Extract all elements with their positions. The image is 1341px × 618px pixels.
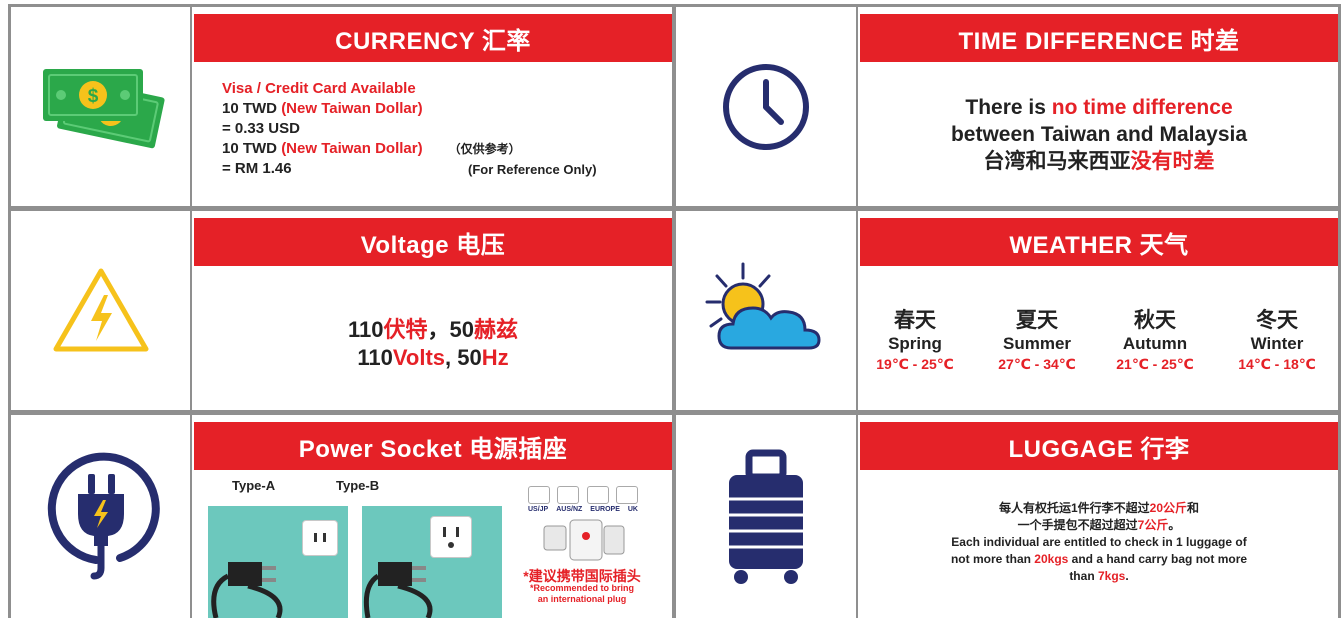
luggage-body: 每人有权托运1件行李不超过20公斤和 一个手提包不超过超过7公斤。 Each i… [950, 501, 1248, 583]
recommend-en-2: an international plug [537, 594, 627, 604]
partly-cloudy-icon [676, 211, 856, 410]
adapter-image: US/JP AUS/NZ EUROPE UK [528, 486, 638, 562]
recommend-cn: *建议携带国际插头 [523, 568, 641, 584]
visa-note: Visa / Credit Card Available [222, 80, 416, 97]
grid-line [8, 410, 1341, 415]
type-b-socket-image [362, 506, 502, 618]
currency-body: Visa / Credit Card Available 10 TWD (New… [222, 79, 662, 179]
rate-line-1: 10 TWD (New Taiwan Dollar) [222, 100, 423, 117]
rate-usd: = 0.33 USD [222, 120, 300, 137]
type-a-label: Type-A [232, 478, 276, 493]
high-voltage-icon [11, 211, 190, 410]
grid-line [8, 4, 11, 618]
reference-note-en: (For Reference Only) [468, 162, 597, 177]
outlet-icon [430, 516, 472, 558]
recommend-en-1: *Recommended to bring [529, 583, 634, 593]
type-a-socket-image [208, 506, 348, 618]
rate-myr: = RM 1.46(For Reference Only) [222, 159, 662, 179]
weather-header: WEATHER 天气 [860, 218, 1338, 266]
weather-body: 春天 Spring 19℃ - 25℃ 夏天 Summer 27℃ - 34℃ … [860, 304, 1338, 394]
plug-type-icon [528, 486, 550, 504]
clock-icon [676, 7, 856, 206]
grid-line [1338, 4, 1341, 618]
info-grid: $ $ CURRENCY 汇率 Visa / Credit Card Avail… [8, 4, 1341, 618]
grid-line [672, 4, 676, 618]
time-body: There is no time difference between Taiw… [950, 96, 1248, 173]
suitcase-icon [676, 415, 856, 618]
voltage-body: 110伏特，50赫兹 110Volts, 50Hz [347, 317, 518, 370]
adapter-plug-types [528, 486, 638, 510]
time-header: TIME DIFFERENCE 时差 [860, 14, 1338, 62]
plug-icon [11, 415, 190, 618]
svg-text:$: $ [87, 86, 98, 107]
outlet-icon [302, 520, 338, 556]
adapter-icon [543, 519, 625, 561]
money-icon: $ $ [11, 7, 190, 206]
season-spring: 春天 Spring 19℃ - 25℃ [876, 309, 954, 372]
adapter-labels: US/JP AUS/NZ EUROPE UK [528, 506, 638, 513]
season-autumn: 秋天 Autumn 21℃ - 25℃ [1116, 309, 1194, 372]
rate-line-3: 10 TWD (New Taiwan Dollar)（仅供参考） [222, 140, 521, 157]
type-b-label: Type-B [336, 478, 380, 493]
voltage-header: Voltage 电压 [194, 218, 672, 266]
plug-cable-icon [363, 562, 433, 618]
reference-note-cn: （仅供参考） [448, 142, 521, 156]
socket-body: Type-A Type-B [194, 474, 672, 618]
season-summer: 夏天 Summer 27℃ - 34℃ [998, 309, 1076, 372]
grid-line [8, 206, 1341, 211]
socket-header: Power Socket 电源插座 [194, 422, 672, 470]
currency-header: CURRENCY 汇率 [194, 14, 672, 62]
luggage-header: LUGGAGE 行李 [860, 422, 1338, 470]
grid-line [190, 4, 192, 618]
plug-cable-icon [211, 562, 283, 618]
season-winter: 冬天 Winter 14℃ - 18℃ [1238, 309, 1316, 372]
plug-type-icon [557, 486, 580, 504]
plug-type-icon [586, 486, 609, 504]
plug-type-icon [615, 486, 638, 504]
grid-line [856, 4, 858, 618]
